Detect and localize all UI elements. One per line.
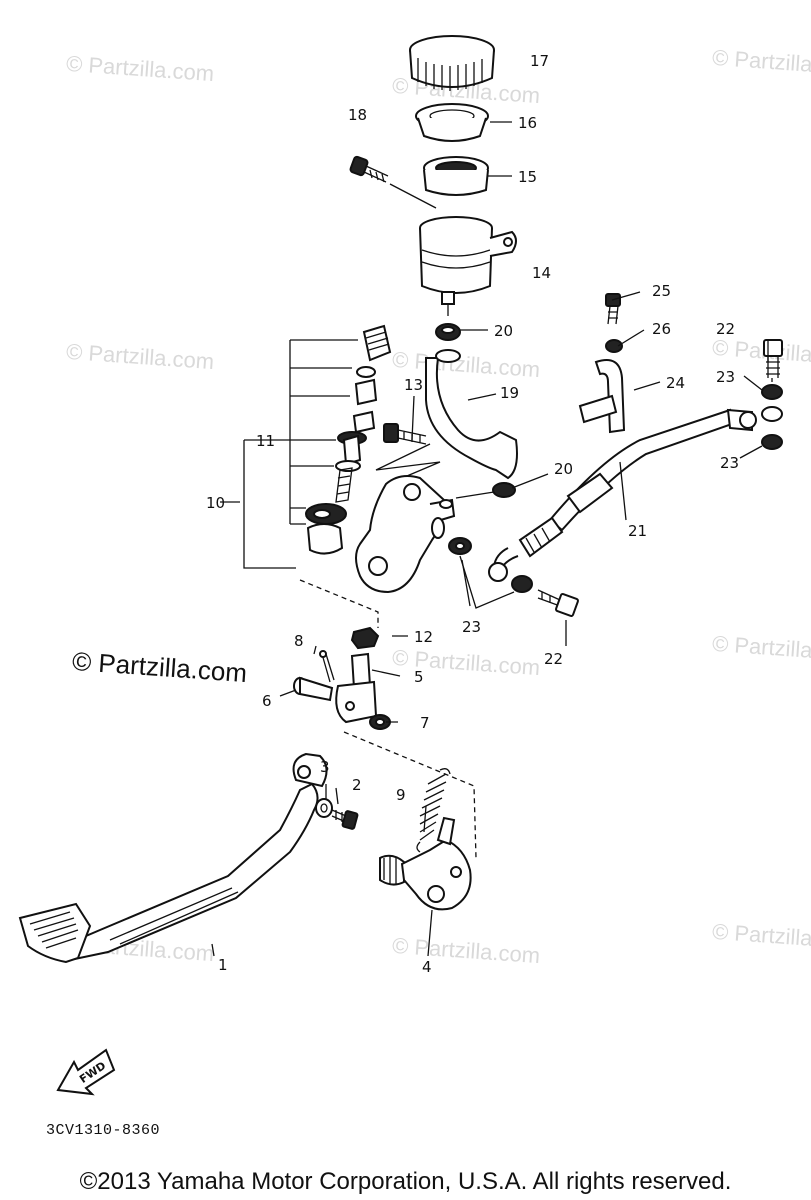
callout-22a: 22 (716, 320, 735, 338)
callout-24: 24 (666, 374, 685, 392)
callout-8: 8 (294, 632, 304, 650)
guide-nut[interactable] (605, 339, 623, 353)
copper-washer-body[interactable] (448, 537, 472, 555)
diagram-code: 3CV1310-8360 (46, 1122, 161, 1139)
master-cylinder-cup[interactable] (305, 503, 347, 555)
callout-21: 21 (628, 522, 647, 540)
callout-13: 13 (404, 376, 423, 394)
diaphragm-plate[interactable] (415, 103, 489, 142)
callout-23b: 23 (720, 454, 739, 472)
brake-pivot-shaft[interactable] (379, 816, 472, 911)
callout-17: 17 (530, 52, 549, 70)
union-bolt-bottom[interactable] (537, 589, 579, 617)
copyright-notice: ©2013 Yamaha Motor Corporation, U.S.A. A… (79, 1168, 732, 1195)
callout-26: 26 (652, 320, 671, 338)
pedal-bolt[interactable] (331, 809, 359, 830)
union-bolt-caliper[interactable] (763, 339, 783, 378)
pedal-washer[interactable] (315, 798, 333, 818)
return-spring[interactable] (416, 768, 451, 853)
callout-23c: 23 (462, 618, 481, 636)
reservoir-cap[interactable] (409, 35, 495, 91)
callout-11: 11 (256, 432, 275, 450)
callout-3: 3 (320, 758, 330, 776)
callout-18: 18 (348, 106, 367, 124)
callout-16: 16 (518, 114, 537, 132)
brake-clevis[interactable] (335, 652, 378, 724)
callout-14: 14 (532, 264, 551, 282)
callout-12: 12 (414, 628, 433, 646)
callout-9: 9 (396, 786, 406, 804)
reservoir-tank[interactable] (419, 216, 517, 305)
callout-5: 5 (414, 668, 424, 686)
master-cylinder-body[interactable] (355, 475, 456, 594)
callout-15: 15 (518, 168, 537, 186)
master-cylinder-kit[interactable] (335, 324, 392, 503)
callout-4: 4 (422, 958, 432, 976)
callout-23a: 23 (716, 368, 735, 386)
diaphragm[interactable] (423, 156, 489, 196)
callout-7: 7 (420, 714, 430, 732)
copper-washer-right[interactable] (761, 384, 783, 450)
forward-arrow-icon: FWD (56, 1048, 116, 1096)
reservoir-hose[interactable] (425, 349, 518, 480)
callout-22b: 22 (544, 650, 563, 668)
callout-2: 2 (352, 776, 362, 794)
push-rod-nut[interactable] (350, 626, 380, 650)
clevis-pin[interactable] (293, 676, 334, 702)
callout-20b: 20 (554, 460, 573, 478)
callout-10: 10 (206, 494, 225, 512)
callout-25: 25 (652, 282, 671, 300)
callout-19: 19 (500, 384, 519, 402)
callout-20a: 20 (494, 322, 513, 340)
callout-1: 1 (218, 956, 228, 974)
hose-clamp-upper[interactable] (435, 323, 461, 341)
cotter-pin[interactable] (319, 650, 335, 683)
union-bolt[interactable] (383, 423, 427, 445)
brake-pedal[interactable] (18, 752, 328, 964)
callout-6: 6 (262, 692, 272, 710)
hose-clamp-lower[interactable] (492, 482, 516, 498)
copper-washer-bottom[interactable] (511, 575, 533, 593)
reservoir-screw[interactable] (349, 155, 389, 183)
hose-guide[interactable] (578, 359, 626, 434)
brake-hose[interactable] (488, 408, 757, 582)
clevis-nut[interactable] (369, 714, 391, 730)
